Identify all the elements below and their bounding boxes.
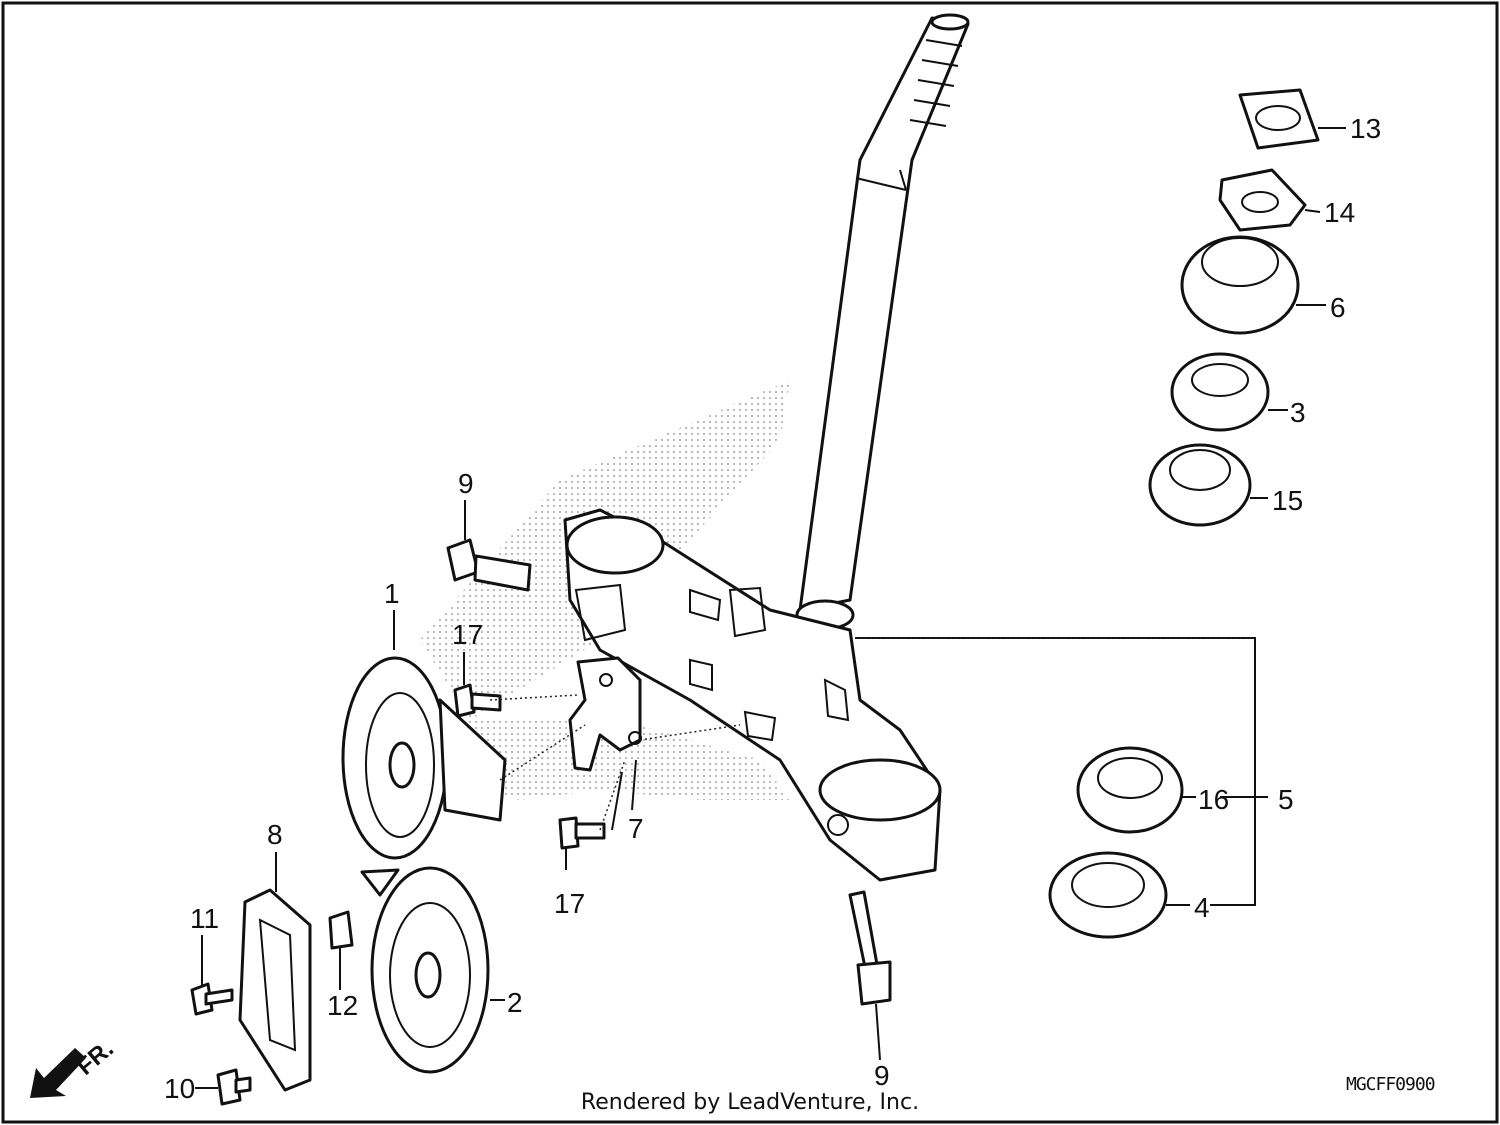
fasteners bbox=[190, 538, 892, 1106]
callout-9-lower: 9 bbox=[874, 1060, 890, 1091]
bearing-15 bbox=[1148, 443, 1252, 527]
bolt-17-upper bbox=[453, 683, 476, 718]
screw-10 bbox=[216, 1068, 242, 1106]
bolt-9-lower bbox=[848, 890, 880, 974]
horn-bracket bbox=[568, 656, 642, 772]
callout-labels: 1 2 3 4 5 6 7 8 9 9 10 11 12 13 14 15 16… bbox=[164, 113, 1381, 1104]
callout-11: 11 bbox=[190, 903, 219, 934]
callout-2: 2 bbox=[507, 987, 523, 1018]
diagram-code: MGCFF0900 bbox=[1346, 1074, 1436, 1095]
bolt-9-upper bbox=[446, 538, 480, 582]
bearing-stack bbox=[1048, 88, 1320, 939]
bolt-11 bbox=[190, 982, 214, 1016]
callout-14: 14 bbox=[1324, 197, 1355, 228]
callout-16: 16 bbox=[1198, 784, 1229, 815]
callout-12: 12 bbox=[327, 990, 358, 1021]
horn-low bbox=[360, 866, 490, 1074]
direction-label: FR. bbox=[72, 1035, 119, 1081]
horn-high bbox=[341, 656, 507, 860]
callout-1: 1 bbox=[384, 578, 400, 609]
race-4 bbox=[1048, 851, 1168, 939]
callout-17-lower: 17 bbox=[554, 888, 585, 919]
seal-16 bbox=[1076, 746, 1184, 834]
lock-washer-14 bbox=[1218, 168, 1307, 232]
callout-6: 6 bbox=[1330, 292, 1346, 323]
nut-12 bbox=[328, 910, 354, 950]
race-3 bbox=[1170, 352, 1270, 432]
steering-stem bbox=[795, 13, 970, 631]
callout-17-upper: 17 bbox=[452, 619, 483, 650]
front-direction-arrow-icon: FR. bbox=[30, 1035, 119, 1098]
callout-5: 5 bbox=[1278, 784, 1294, 815]
callout-7: 7 bbox=[628, 813, 644, 844]
callout-8: 8 bbox=[267, 819, 283, 850]
horn-cover bbox=[238, 888, 312, 1092]
bolt-17-lower bbox=[558, 816, 580, 850]
callout-10: 10 bbox=[164, 1073, 195, 1104]
callout-13: 13 bbox=[1350, 113, 1381, 144]
callout-3: 3 bbox=[1290, 397, 1306, 428]
callout-9-upper: 9 bbox=[458, 468, 474, 499]
callout-4: 4 bbox=[1194, 892, 1210, 923]
render-credit: Rendered by LeadVenture, Inc. bbox=[580, 1090, 920, 1115]
callout-15: 15 bbox=[1272, 485, 1303, 516]
lock-nut-13 bbox=[1238, 88, 1320, 150]
lower-triple-clamp bbox=[563, 508, 942, 882]
leader-lines bbox=[195, 127, 1346, 1089]
